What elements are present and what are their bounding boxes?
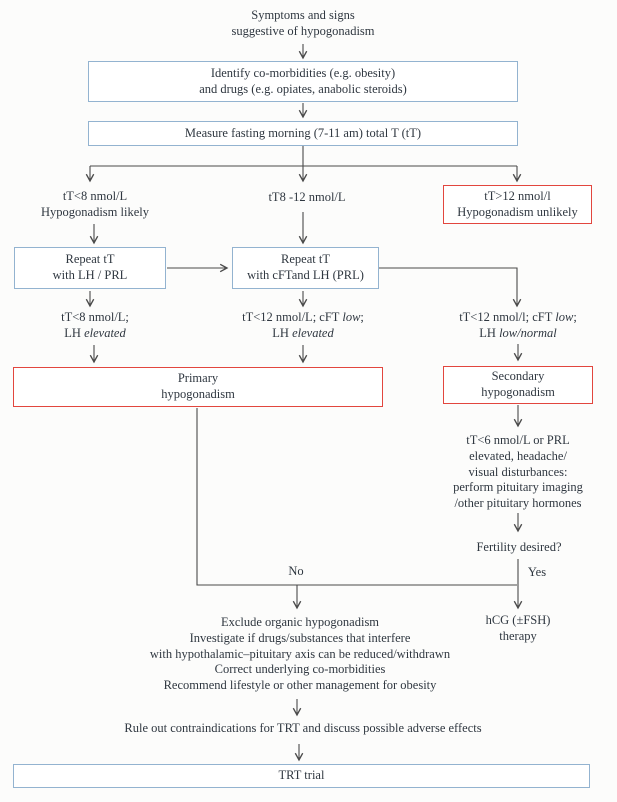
yes-edge-label: Yes bbox=[527, 565, 547, 579]
identify-comorbidities-box: Identify co-morbidities (e.g. obesity)an… bbox=[88, 61, 518, 102]
trt-trial-box: TRT trial bbox=[13, 764, 590, 788]
measure-testosterone-box: Measure fasting morning (7-11 am) total … bbox=[88, 121, 518, 146]
result-left-label: tT<8 nmol/L;LH elevated bbox=[61, 310, 129, 340]
identify-comorbidities-text: Identify co-morbidities (e.g. obesity)an… bbox=[199, 65, 407, 96]
branch-mid-label: tT8 -12 nmol/L bbox=[268, 190, 346, 204]
fertility-question: Fertility desired? bbox=[476, 540, 562, 554]
trt-trial-text: TRT trial bbox=[278, 768, 325, 783]
measure-testosterone-text: Measure fasting morning (7-11 am) total … bbox=[184, 125, 422, 140]
result-right-label: tT<12 nmol/l; cFT low;LH low/normal bbox=[459, 310, 577, 340]
hcg-therapy-label: hCG (±FSH)therapy bbox=[485, 613, 551, 643]
result-mid-label: tT<12 nmol/L; cFT low;LH elevated bbox=[242, 310, 364, 340]
no-edge-label: No bbox=[288, 564, 304, 578]
rule-out-trt-note: Rule out contraindications for TRT and d… bbox=[124, 721, 482, 735]
